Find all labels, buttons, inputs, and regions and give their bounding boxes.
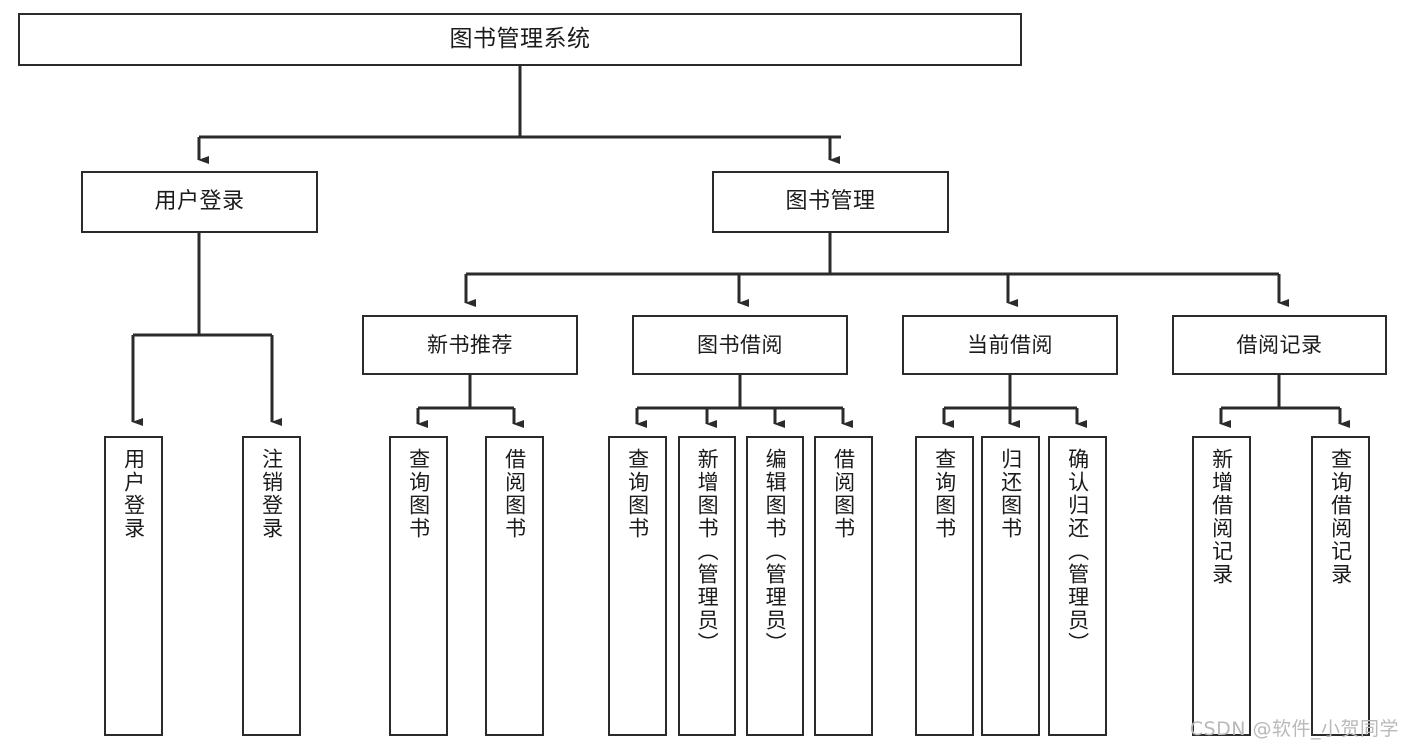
node-label: 当前借阅 <box>967 332 1053 357</box>
leaf-edit-book-admin[interactable]: 编辑图书（管理员） <box>746 436 804 736</box>
node-label: 图书管理系统 <box>449 26 591 53</box>
node-label: 编辑图书（管理员） <box>763 448 788 655</box>
leaf-add-borrow-record[interactable]: 新增借阅记录 <box>1192 436 1251 736</box>
node-label: 注销登录 <box>259 448 284 540</box>
node-label: 借阅图书 <box>502 448 527 540</box>
leaf-confirm-return-admin[interactable]: 确认归还（管理员） <box>1048 436 1107 736</box>
node-user-login[interactable]: 用户登录 <box>81 171 318 233</box>
node-label: 新增图书（管理员） <box>695 448 720 655</box>
node-label: 新书推荐 <box>427 332 513 357</box>
node-label: 归还图书 <box>998 448 1023 540</box>
leaf-query-book-current[interactable]: 查询图书 <box>915 436 974 736</box>
leaf-query-borrow-record[interactable]: 查询借阅记录 <box>1311 436 1370 736</box>
node-book-borrow[interactable]: 图书借阅 <box>632 315 848 375</box>
leaf-query-book-borrow[interactable]: 查询图书 <box>608 436 667 736</box>
node-label: 用户登录 <box>154 189 245 215</box>
node-label: 查询图书 <box>625 448 650 540</box>
leaf-user-login[interactable]: 用户登录 <box>104 436 163 736</box>
leaf-add-book-admin[interactable]: 新增图书（管理员） <box>678 436 736 736</box>
node-label: 用户登录 <box>121 448 146 540</box>
node-book-management[interactable]: 图书管理 <box>712 171 949 233</box>
node-label: 新增借阅记录 <box>1209 448 1234 586</box>
leaf-logout[interactable]: 注销登录 <box>242 436 301 736</box>
node-borrow-record[interactable]: 借阅记录 <box>1172 315 1387 375</box>
leaf-borrow-book-recommend[interactable]: 借阅图书 <box>485 436 544 736</box>
node-root-book-management-system[interactable]: 图书管理系统 <box>18 13 1022 66</box>
node-label: 确认归还（管理员） <box>1065 448 1090 655</box>
node-label: 查询借阅记录 <box>1328 448 1353 586</box>
node-label: 借阅记录 <box>1236 332 1323 357</box>
node-label: 借阅图书 <box>831 448 856 540</box>
node-label: 查询图书 <box>406 448 431 540</box>
node-label: 图书管理 <box>785 189 876 215</box>
node-new-book-recommend[interactable]: 新书推荐 <box>362 315 578 375</box>
node-current-borrow[interactable]: 当前借阅 <box>902 315 1118 375</box>
leaf-return-book[interactable]: 归还图书 <box>981 436 1040 736</box>
csdn-watermark: CSDN @软件_小贺同学 <box>1189 718 1399 740</box>
leaf-borrow-book[interactable]: 借阅图书 <box>814 436 873 736</box>
leaf-query-book-recommend[interactable]: 查询图书 <box>389 436 448 736</box>
node-label: 查询图书 <box>932 448 957 540</box>
node-label: 图书借阅 <box>697 332 783 357</box>
